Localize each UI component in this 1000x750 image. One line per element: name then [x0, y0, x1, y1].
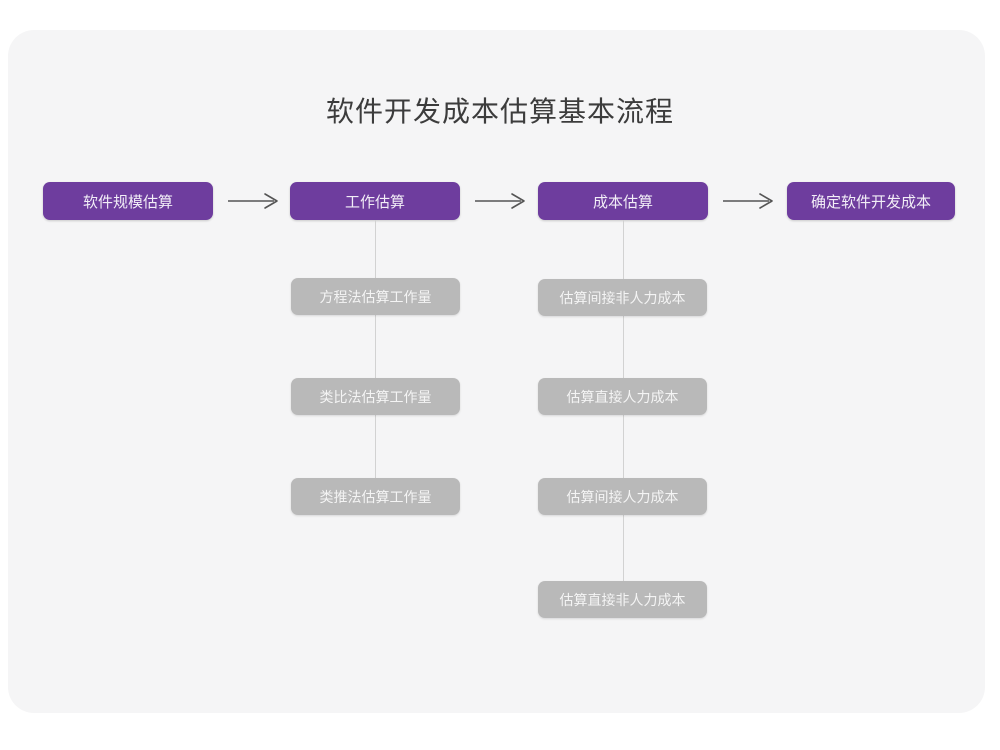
arrow-right-icon-1: [227, 191, 283, 211]
flow-node-software-scale-estimation[interactable]: 软件规模估算: [43, 182, 213, 220]
flow-node-effort-estimation[interactable]: 工作估算: [290, 182, 460, 220]
sub-node-indirect-labor-cost[interactable]: 估算间接人力成本: [538, 478, 707, 515]
flow-node-cost-estimation[interactable]: 成本估算: [538, 182, 708, 220]
sub-node-indirect-nonlabor-cost[interactable]: 估算间接非人力成本: [538, 279, 707, 316]
page-title: 软件开发成本估算基本流程: [325, 96, 674, 127]
arrow-right-icon-3: [722, 191, 778, 211]
flow-node-determine-development-cost[interactable]: 确定软件开发成本: [787, 182, 955, 220]
arrow-right-icon-2: [474, 191, 530, 211]
sub-node-direct-labor-cost[interactable]: 估算直接人力成本: [538, 378, 707, 415]
sub-node-analogy-method[interactable]: 类比法估算工作量: [291, 378, 460, 415]
sub-node-analogue-inference-method[interactable]: 类推法估算工作量: [291, 478, 460, 515]
sub-node-equation-method[interactable]: 方程法估算工作量: [291, 278, 460, 315]
diagram-card: [8, 30, 985, 713]
sub-node-direct-nonlabor-cost[interactable]: 估算直接非人力成本: [538, 581, 707, 618]
connector-line-effort-branch: [374, 220, 376, 498]
